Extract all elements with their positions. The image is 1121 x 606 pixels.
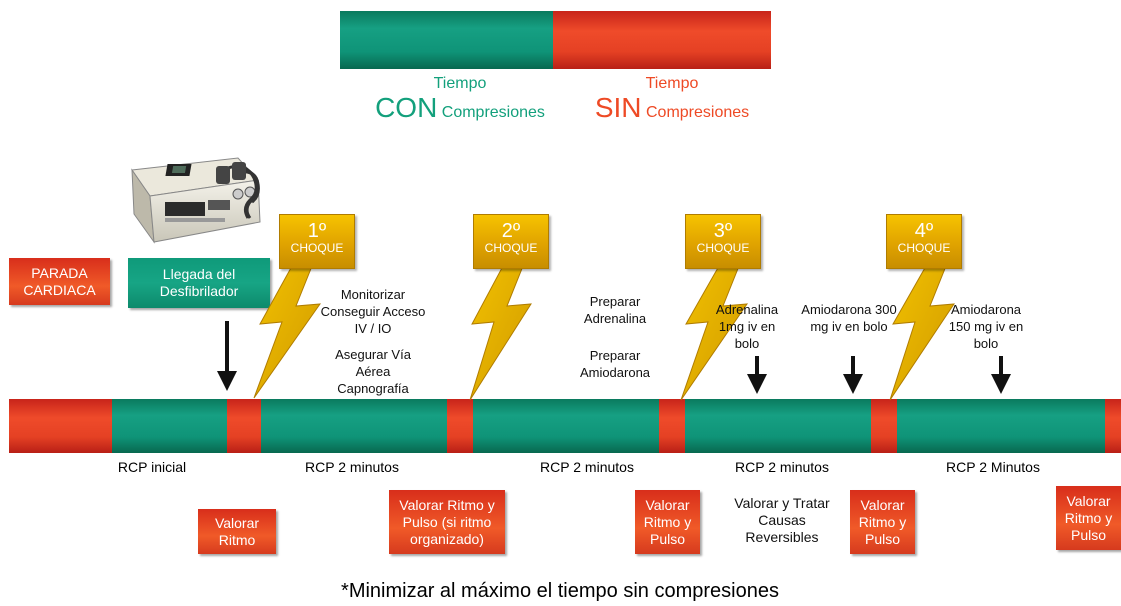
segment-label-rcp-2: RCP 2 minutos [540,459,634,475]
legend-con-label: Tiempo CON Compresiones [360,75,560,123]
choque-label: CHOQUE [696,241,750,255]
legend-con-bar [340,11,553,69]
timeline-seg-con [897,399,1105,453]
legend-sin-small: Tiempo [645,75,699,92]
note-amiodarona-150: Amiodarona 150 mg iv en bolo [948,302,1024,351]
llegada-desfibrilador-box: Llegada del Desfibrilador [128,258,270,308]
timeline-seg-sin [227,399,261,453]
timeline-seg-sin [447,399,473,453]
legend-sin-big: SIN [594,91,642,123]
legend-sin-rest: Compresiones [645,103,750,121]
choque-box-3: 3º CHOQUE [685,214,761,269]
legend-sin-bar [553,11,771,69]
timeline-seg-sin [1105,399,1121,453]
note-monitorizar: Monitorizar Conseguir Acceso IV / IO [320,287,426,336]
legend-con-line: CON Compresiones [360,91,560,124]
timeline-seg-con [473,399,659,453]
legend-sin-line: SIN Compresiones [572,91,772,124]
legend-con-rest: Compresiones [441,103,545,121]
choque-number: 3º [713,220,733,242]
choque-label: CHOQUE [484,241,538,255]
legend-con-big: CON [375,91,438,123]
timeline-bar [9,399,1121,453]
note-amiodarona-300: Amiodarona 300 mg iv en bolo [801,302,897,334]
timeline-seg-sin [871,399,897,453]
arrow-down-icon [991,356,1011,394]
footer-note: *Minimizar al máximo el tiempo sin compr… [341,580,779,602]
note-adrenalina-dose: Adrenalina 1mg iv en bolo [715,302,779,351]
choque-box-1: 1º CHOQUE [279,214,355,269]
valorar-ritmo-pulso-box-3: Valorar Ritmo y Pulso [850,490,915,554]
valorar-ritmo-pulso-box-1: Valorar Ritmo y Pulso (si ritmo organiza… [389,490,505,554]
choque-label: CHOQUE [897,241,951,255]
legend-con-small: Tiempo [433,75,487,92]
choque-box-2: 2º CHOQUE [473,214,549,269]
timeline-seg-con [112,399,227,453]
arrow-down-icon [747,356,767,394]
arrow-down-icon [217,321,237,391]
note-causas-reversibles: Valorar y Tratar Causas Reversibles [734,495,830,545]
choque-number: 4º [914,220,934,242]
valorar-ritmo-pulso-box-4: Valorar Ritmo y Pulso [1056,486,1121,550]
note-preparar-amiodarona: Preparar Amiodarona [579,348,651,380]
lightning-bolt-icon [889,265,955,401]
valorar-ritmo-pulso-box-2: Valorar Ritmo y Pulso [635,490,700,554]
legend-sin-label: Tiempo SIN Compresiones [572,75,772,123]
segment-label-rcp-3: RCP 2 minutos [735,459,829,475]
segment-label-rcp-4: RCP 2 Minutos [946,459,1040,475]
valorar-ritmo-box: Valorar Ritmo [198,509,276,554]
timeline-seg-sin [659,399,685,453]
note-preparar-adrenalina: Preparar Adrenalina [583,294,647,326]
parada-cardiaca-box: PARADA CARDIACA [9,258,110,305]
timeline-seg-con [261,399,447,453]
choque-box-4: 4º CHOQUE [886,214,962,269]
lightning-bolt-icon [253,265,322,399]
choque-number: 1º [307,220,327,242]
lightning-bolt-icon [469,265,532,401]
timeline-seg-con [685,399,871,453]
arrow-down-icon [843,356,863,394]
segment-label-rcp-inicial: RCP inicial [117,459,187,475]
timeline-seg-sin [9,399,112,453]
defibrillator-icon [131,157,261,244]
note-asegurar: Asegurar Vía Aérea Capnografía [335,347,411,396]
choque-number: 2º [501,220,521,242]
segment-label-rcp-1: RCP 2 minutos [305,459,399,475]
choque-label: CHOQUE [290,241,344,255]
lightning-bolt-icon [680,265,749,401]
